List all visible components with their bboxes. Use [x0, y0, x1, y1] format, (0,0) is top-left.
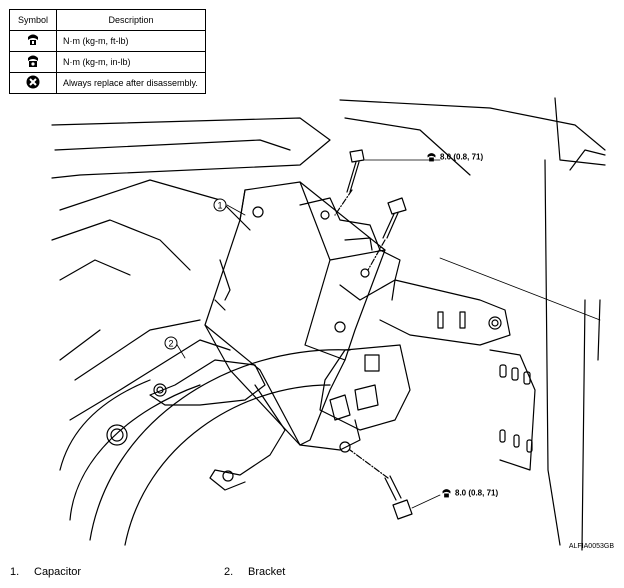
torque-wrench-icon [442, 489, 451, 498]
torque-wrench-inlb-icon [28, 55, 38, 67]
torque-value-top: 8.0 (0.8, 71) [440, 152, 484, 162]
bolt-upper-left [346, 149, 365, 193]
legend-row-text: N·m (kg-m, in-lb) [56, 51, 206, 73]
bolt-lower [384, 475, 413, 520]
legend-row-text: N·m (kg-m, ft-lb) [56, 30, 206, 52]
legend-row: N·m (kg-m, ft-lb) [9, 30, 206, 52]
body-panel-upper-left [51, 117, 331, 179]
legend-row: Always replace after disassembly. [9, 72, 206, 94]
callout-2-label: 2 [168, 339, 173, 349]
lower-left-structure [69, 339, 231, 421]
part-number: 1. [10, 566, 20, 578]
legend-header-symbol: Symbol [9, 9, 57, 31]
symbol-legend: Symbol Description N·m (kg-m, ft-lb) N·m… [9, 9, 206, 94]
figure-code: ALFIA0053GB [568, 543, 614, 550]
wheel-housing-arc [89, 349, 351, 541]
always-replace-icon [26, 75, 40, 89]
callout-2-circle [164, 336, 178, 350]
torque-spec-bottom: 8.0 (0.8, 71) [441, 488, 498, 499]
torque-value-bottom: 8.0 (0.8, 71) [455, 488, 499, 498]
bracket [149, 359, 266, 406]
right-mounting-bracket [379, 279, 511, 346]
part-name: Bracket [248, 566, 286, 578]
part-name: Capacitor [34, 566, 82, 578]
capacitor-module [204, 181, 386, 446]
torque-spec-top: 8.0 (0.8, 71) [426, 152, 483, 163]
torque-wrench-icon [427, 153, 436, 162]
part-number: 2. [224, 566, 234, 578]
slotted-bracket [489, 349, 536, 471]
part-caption-1: 1. Capacitor [10, 566, 81, 578]
connector-block [319, 344, 411, 431]
bolt-upper-right [382, 197, 407, 239]
legend-row: N·m (kg-m, in-lb) [9, 51, 206, 73]
part-caption-2: 2. Bracket [224, 566, 285, 578]
torque-wrench-icon [28, 34, 38, 45]
legend-header-description: Description [56, 9, 206, 31]
callout-1-circle [213, 198, 227, 212]
legend-row-text: Always replace after disassembly. [56, 72, 206, 94]
body-panel-upper-right [339, 99, 606, 151]
upper-bracket [299, 197, 401, 301]
callout-1-label: 1 [217, 201, 222, 211]
